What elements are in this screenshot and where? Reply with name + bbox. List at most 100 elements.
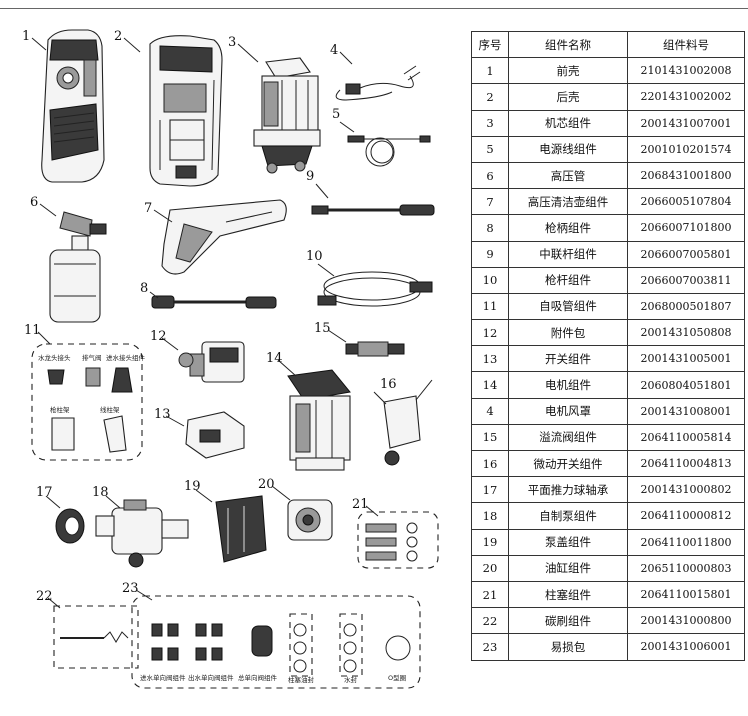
callout-10: 10 [306,249,323,264]
cell-part-number: 2064110015801 [627,580,745,609]
part-19-pump-cover [215,495,267,563]
cell-index: 6 [471,161,509,190]
cell-index: 18 [471,502,509,530]
callout-15: 15 [314,321,331,336]
kit23-label-water-seal: 水封 [344,675,358,684]
cell-part-name: 高压清洁壶组件 [508,188,628,216]
kit23-label-plunger-seal: 柱塞油封 [288,675,315,684]
cell-index: 1 [471,57,509,85]
part-5-hose [347,135,431,167]
cell-part-number: 2001431008001 [627,397,745,425]
cell-part-name: 油缸组件 [508,554,628,582]
part-13-switch [185,411,245,459]
header-part-number: 组件料号 [627,30,745,59]
cell-index: 17 [471,476,509,504]
cell-part-name: 溢流阀组件 [508,423,628,452]
callout-12: 12 [150,329,167,344]
callout-16: 16 [380,377,397,392]
cell-part-name: 开关组件 [508,345,628,373]
part-12-accessory-pack [178,341,245,383]
cell-part-name: 后壳 [508,83,628,111]
cell-index: 11 [471,292,509,321]
kit11-label-vent-valve: 排气阀 [82,353,102,362]
cell-part-name: 枪柄组件 [508,214,628,242]
cell-index: 23 [471,633,509,661]
cell-part-name: 附件包 [508,319,628,347]
callout-18: 18 [92,485,109,500]
cell-part-number: 2001010201574 [627,135,745,163]
part-22-carbon-brush [53,605,139,669]
cell-index: 16 [471,449,509,478]
cell-part-number: 2060804051801 [627,371,745,399]
cell-part-number: 2068431001800 [627,161,745,190]
callout-8: 8 [140,281,148,296]
kit23-label-inlet-valves: 进水单向阀组件 [140,673,186,682]
cell-part-number: 2064110005814 [627,423,745,452]
callout-14: 14 [266,351,283,366]
callout-5: 5 [332,107,340,122]
cell-part-name: 电源线组件 [508,135,628,163]
cell-part-name: 高压管 [508,161,628,190]
cell-part-number: 2066007005801 [627,240,745,268]
cell-index: 14 [471,371,509,399]
part-21-plunger-set [357,511,439,569]
header-index: 序号 [471,30,509,59]
cell-part-number: 2001431050808 [627,319,745,347]
callout-7: 7 [144,201,152,216]
kit11-label-inlet: 进水接头组件 [106,353,146,362]
cell-index: 15 [471,423,509,452]
exploded-parts-diagram: 1 2 3 4 5 [22,29,439,689]
cell-part-name: 机芯组件 [508,109,628,137]
cell-part-name: 自制泵组件 [508,502,628,530]
part-3-motor-core [253,57,321,174]
part-10-lance [317,271,433,307]
kit11-label-tap-adapter: 水龙头接头 [38,353,71,362]
part-9-extension-rod [311,204,435,216]
part-20-cylinder [287,499,333,541]
kit11-label-cord-holder: 线柱架 [100,405,120,414]
cell-index: 2 [471,83,509,111]
part-17-bearing [55,508,85,544]
callout-3: 3 [228,35,236,50]
cell-part-number: 2001431000802 [627,476,745,504]
cell-part-number: 2001431006001 [627,633,745,661]
cell-part-number: 2001431005001 [627,345,745,373]
cell-part-name: 电机风罩 [508,397,628,425]
cell-index: 13 [471,345,509,373]
kit23-label-main-valve: 总单向阀组件 [238,673,278,682]
cell-part-number: 2201431002002 [627,83,745,111]
cell-index: 3 [471,109,509,137]
cell-index: 4 [471,397,509,425]
cell-part-number: 2001431007001 [627,109,745,137]
cell-index: 10 [471,266,509,294]
kit23-label-outlet-valves: 出水单向阀组件 [188,673,234,682]
cell-part-name: 中联杆组件 [508,240,628,268]
cell-part-name: 易损包 [508,633,628,661]
part-14-motor [287,369,351,471]
part-7-gun-handle [161,199,287,275]
callout-21: 21 [352,497,369,512]
kit23-label-o-ring: O型圈 [388,673,406,682]
cell-part-number: 2068000501807 [627,292,745,321]
callout-20: 20 [258,477,275,492]
callout-2: 2 [114,29,122,44]
cell-index: 9 [471,240,509,268]
